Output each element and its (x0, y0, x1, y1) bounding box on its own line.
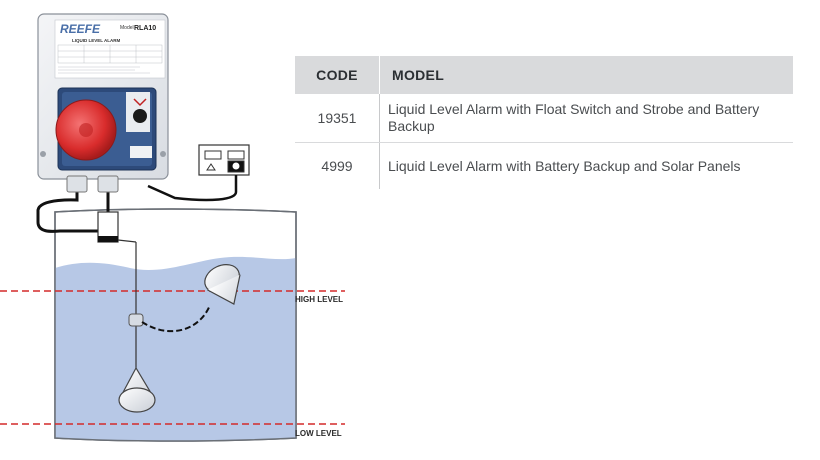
code-cell: 19351 (295, 94, 380, 143)
upper-float (204, 264, 241, 305)
water (55, 256, 296, 441)
float-tether (141, 304, 211, 332)
alarm-unit: REEFE Model RLA10 LIQUID LEVEL ALARM (37, 13, 169, 193)
mute-button (133, 109, 147, 123)
table-header-row: CODE MODEL (295, 56, 793, 94)
tank (54, 208, 297, 442)
table-row: 19351 Liquid Level Alarm with Float Swit… (295, 94, 793, 143)
alarm-installation-illustration: HIGH LEVEL LOW LEVEL REEFE Model (0, 13, 345, 442)
high-level-label: HIGH LEVEL (295, 295, 343, 304)
model-prefix: Model (120, 25, 134, 31)
spec-grid (57, 44, 163, 64)
lower-float (118, 366, 156, 413)
cable-gland-right (97, 175, 119, 193)
brand-logo: REEFE (60, 22, 101, 36)
model-table: CODE MODEL 19351 Liquid Level Alarm with… (295, 56, 793, 189)
table-row: 4999 Liquid Level Alarm with Battery Bac… (295, 142, 793, 189)
float-cable (36, 190, 100, 233)
model-cell: Liquid Level Alarm with Float Switch and… (379, 94, 793, 143)
low-level-label: LOW LEVEL (295, 429, 342, 438)
label-fine-print (58, 66, 150, 74)
model-column-header: MODEL (379, 56, 793, 94)
panel-title: LIQUID LEVEL ALARM (72, 38, 121, 43)
code-column-header: CODE (295, 56, 380, 94)
cable-gland-left (66, 175, 88, 193)
power-outlet (198, 144, 250, 176)
model-cell: Liquid Level Alarm with Battery Backup a… (379, 142, 793, 189)
code-cell: 4999 (321, 158, 353, 174)
power-cable (147, 175, 238, 202)
cable-clamp (128, 313, 144, 327)
model-number: RLA10 (134, 25, 156, 32)
